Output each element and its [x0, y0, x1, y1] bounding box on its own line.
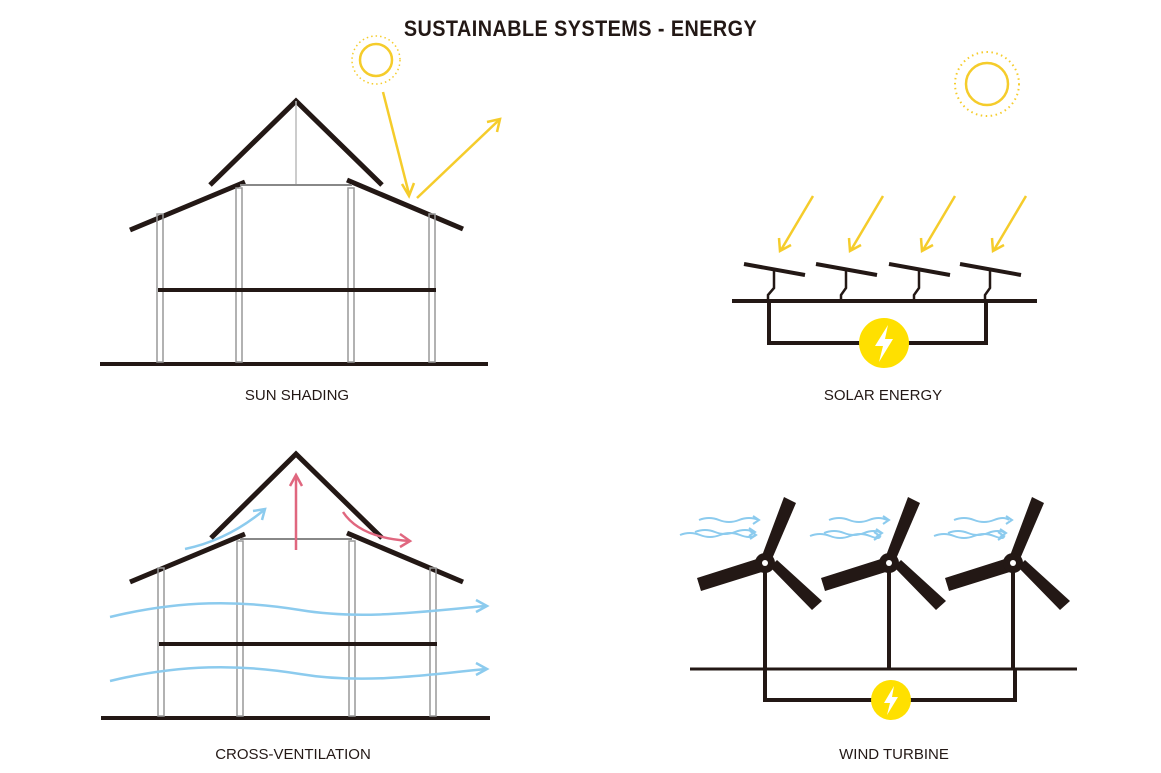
warm-air-arrows [288, 472, 413, 550]
diagram-title: SUSTAINABLE SYSTEMS - ENERGY [403, 16, 758, 41]
caption-cross-ventilation: CROSS-VENTILATION [215, 746, 371, 763]
sun-icon [954, 51, 1020, 117]
wind-stream-arrows [679, 515, 1014, 541]
sun-icon [351, 35, 401, 85]
lightning-bolt-icon [859, 318, 909, 368]
cool-air-arrows [109, 507, 490, 683]
lower-roof-right [346, 177, 464, 232]
lightning-bolt-icon [871, 680, 911, 720]
sun-ray-arrows [381, 91, 502, 199]
lower-roof-left [129, 179, 246, 233]
lower-roof-left [129, 531, 246, 585]
solar-panel-icon [743, 262, 1022, 302]
upper-roof [209, 450, 384, 540]
wind-turbine-icon [945, 497, 1070, 670]
wind-turbine-icon [821, 497, 946, 670]
wind-turbine-icon [697, 497, 822, 670]
caption-wind-turbine: WIND TURBINE [839, 746, 949, 763]
solar-ray-arrows [777, 195, 1028, 254]
caption-solar-energy: SOLAR ENERGY [823, 387, 943, 404]
lower-roof-right [346, 530, 464, 585]
caption-sun-shading: SUN SHADING [244, 387, 350, 404]
